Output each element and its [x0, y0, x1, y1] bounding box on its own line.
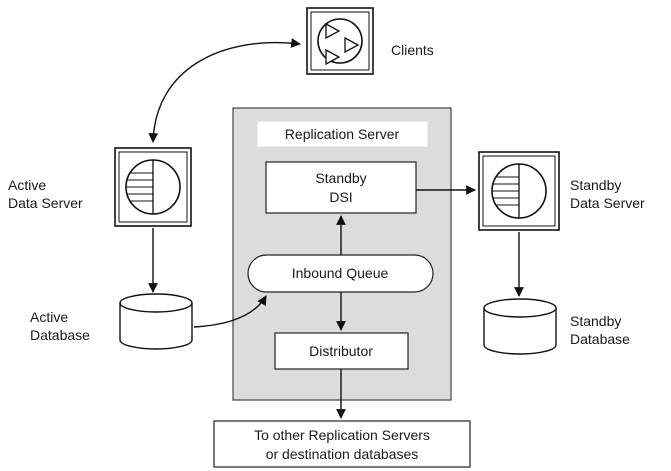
destination-label-1: To other Replication Servers — [254, 427, 430, 443]
inbound-queue-label: Inbound Queue — [292, 265, 389, 281]
distributor-label: Distributor — [309, 343, 373, 359]
replication-server-title: Replication Server — [285, 126, 400, 142]
standby-database-icon — [483, 298, 557, 355]
standby-data-server-label-2: Data Server — [570, 195, 645, 211]
standby-database-label-2: Database — [570, 331, 630, 347]
active-data-server-label-2: Data Server — [8, 195, 83, 211]
standby-data-server-label-1: Standby — [570, 177, 621, 193]
active-data-server-label-1: Active — [8, 177, 46, 193]
destination-box — [213, 420, 471, 468]
standby-dsi-label-1: Standby — [315, 170, 366, 186]
database-to-queue-arrow — [193, 295, 267, 328]
active-database-label-2: Database — [30, 327, 90, 343]
standby-dsi-box — [265, 161, 417, 214]
standby-data-server-icon — [478, 151, 560, 231]
destination-label-2: or destination databases — [266, 446, 419, 462]
clients-label: Clients — [391, 42, 434, 58]
active-database-label-1: Active — [30, 309, 68, 325]
active-database-icon — [119, 293, 193, 350]
clients-server-arrow — [148, 38, 301, 143]
clients-icon — [306, 7, 374, 75]
standby-dsi-label-2: DSI — [329, 189, 352, 205]
active-data-server-icon — [114, 147, 192, 227]
standby-database-label-1: Standby — [570, 313, 621, 329]
